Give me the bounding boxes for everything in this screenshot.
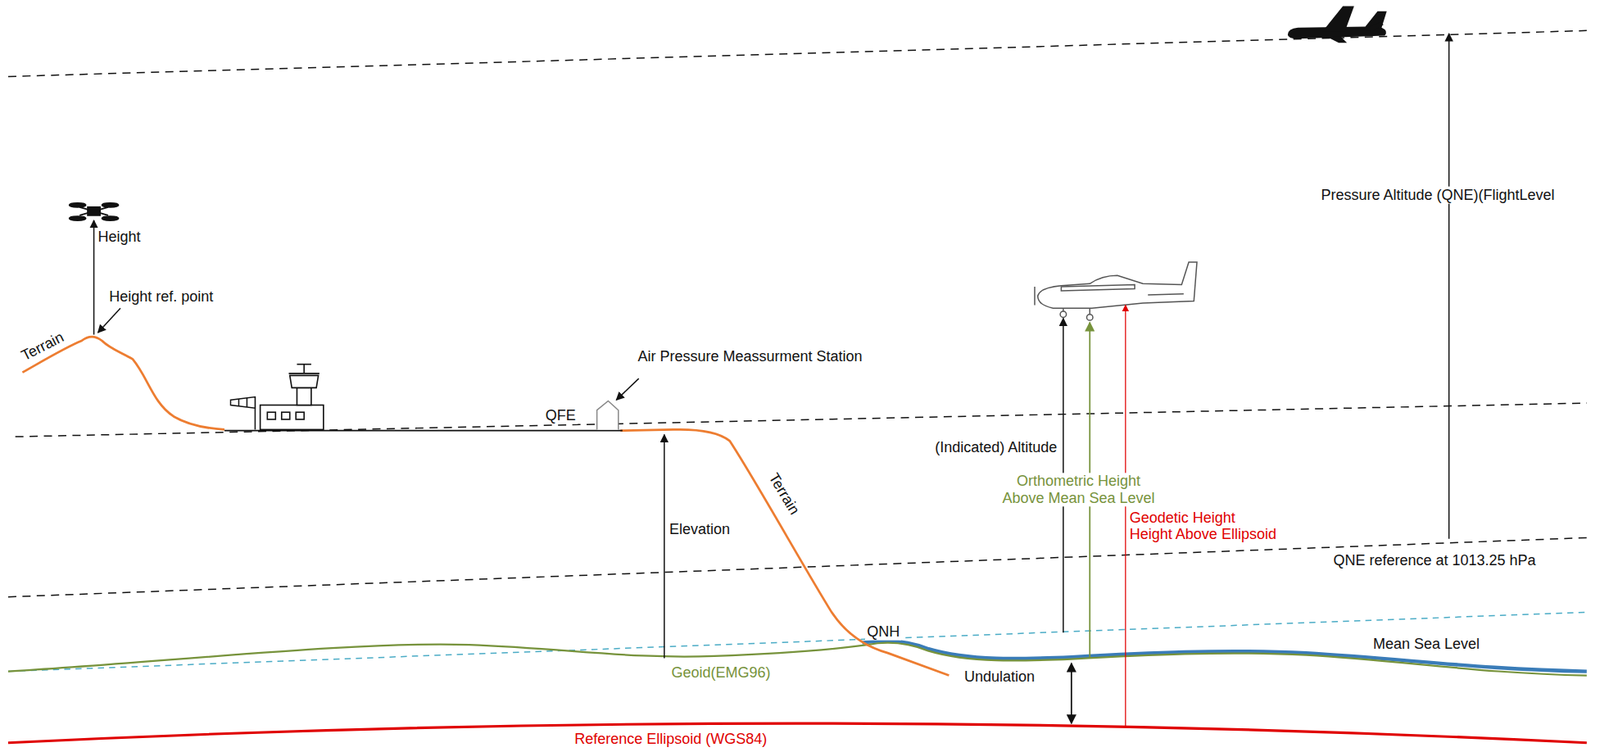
station-leader — [616, 378, 639, 400]
qne-reference-label: QNE reference at 1013.25 hPa — [1331, 551, 1537, 569]
indicated-altitude-label: (Indicated) Altitude — [934, 438, 1057, 456]
undulation-label: Undulation — [964, 667, 1035, 685]
height-arrow — [93, 220, 95, 336]
geoid-label: Geoid(EMG96) — [671, 663, 771, 681]
flight-level-line — [8, 30, 1587, 77]
reference-dashed-lines — [8, 30, 1587, 597]
terrain-right — [620, 429, 949, 676]
undulation-arrow — [1070, 663, 1073, 724]
height-ref-leader — [98, 308, 121, 333]
qnh-dashed-line — [8, 611, 1587, 671]
mean-sea-level-label: Mean Sea Level — [1371, 635, 1482, 653]
height-label: Height — [98, 228, 141, 246]
qnh-label: QNH — [865, 623, 902, 641]
elevation-arrow — [663, 435, 665, 659]
pressure-altitude-arrow — [1448, 33, 1450, 540]
geoid-curve — [8, 643, 1587, 676]
qfe-label: QFE — [543, 407, 578, 425]
jet-silhouette — [1287, 5, 1387, 43]
station-label: Air Pressure Meassurment Station — [637, 347, 862, 365]
control-tower-building — [260, 364, 324, 431]
windsock — [230, 397, 255, 431]
orthometric-height-label: Orthometric Height Above Mean Sea Level — [999, 472, 1159, 507]
elevation-label: Elevation — [669, 521, 730, 539]
cessna-outline — [1034, 262, 1197, 321]
terrain-label: Terrain — [18, 329, 67, 365]
geodetic-height-label: Geodetic Height Height Above Ellipsoid — [1129, 509, 1280, 544]
pressure-altitude-label: Pressure Altitude (QNE)(FlightLevel — [1318, 186, 1556, 204]
drone-icon — [69, 203, 119, 221]
height-ref-label: Height ref. point — [108, 288, 214, 306]
qne-reference-line — [8, 537, 1587, 597]
ellipsoid-label: Reference Ellipsoid (WGS84) — [574, 729, 767, 748]
reference-ellipsoid-curve — [8, 723, 1587, 744]
terrain — [22, 336, 949, 676]
pressure-station-house — [597, 401, 619, 431]
geodetic-height-arrow — [1124, 304, 1126, 726]
